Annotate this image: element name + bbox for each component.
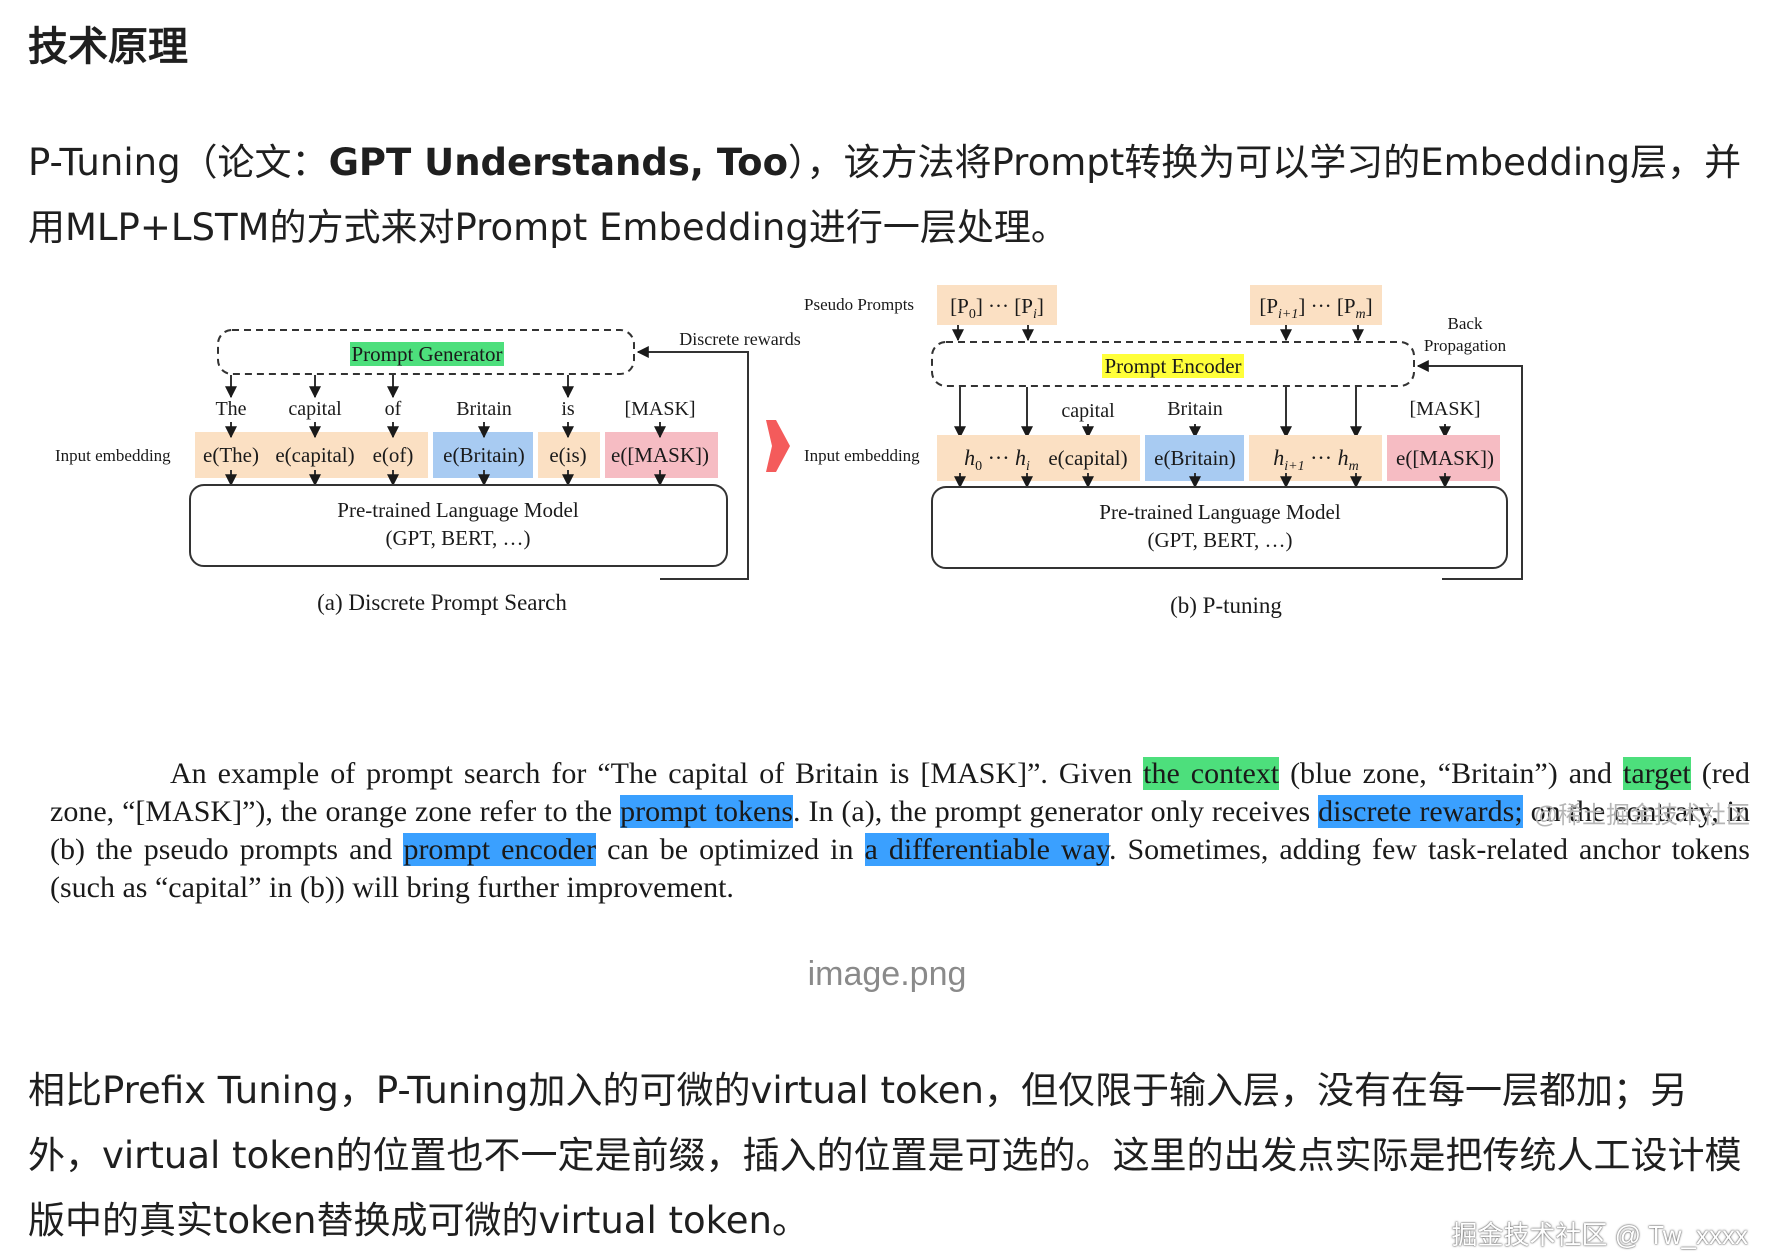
plm-title-left: Pre-trained Language Model: [337, 498, 579, 522]
transition-arrow-icon: [766, 420, 790, 472]
image-filename: image.png: [807, 955, 967, 993]
figure-watermark: @稀土掘金技术社区: [1533, 802, 1750, 829]
rewards-feedback-arrow: [636, 346, 749, 580]
intro-pre: P-Tuning（论文：: [28, 141, 329, 184]
input-embedding-label-right: Input embedding: [804, 446, 920, 465]
hidden-hi1-hm: hi+1 ··· hm: [1273, 445, 1358, 474]
pseudo-prompts-text: Pseudo Prompts: [804, 295, 914, 314]
token-mask: [MASK]: [624, 398, 695, 420]
figure-caption: An example of prompt search for “The cap…: [50, 755, 1750, 907]
propagation-label: Propagation: [1424, 336, 1507, 355]
context-token-britain: Britain: [1167, 398, 1223, 420]
figure-diagram: Prompt Generator Discrete rewards The ca…: [55, 329, 801, 615]
token-is: is: [561, 398, 575, 420]
paper-title: GPT Understands, Too: [328, 141, 789, 184]
embed-the: e(The): [203, 443, 259, 467]
generator-arrows: [225, 375, 574, 399]
hidden-h0-hi: h0 ··· hi: [964, 445, 1030, 474]
embed-capital: e(capital): [275, 443, 354, 467]
plm-box-left: [189, 484, 728, 567]
intro-paragraph: P-Tuning（论文：GPT Understands, Too），该方法将Pr…: [28, 130, 1748, 260]
embed-britain-right: e(Britain): [1154, 446, 1236, 470]
token-of: of: [385, 398, 402, 420]
prompt-encoder-highlight: [1102, 354, 1244, 378]
highlight-prompt-encoder: prompt encoder: [403, 833, 597, 866]
target-zone-right: [1387, 435, 1500, 481]
pseudo-prompts-left: [P0] ··· [Pi]: [950, 294, 1044, 322]
prompt-generator-label: Prompt Generator: [351, 342, 502, 366]
highlight-discrete-rewards: discrete rewards;: [1318, 795, 1523, 828]
encoder-to-embed-arrows: [954, 387, 1451, 439]
plm-title-right: Pre-trained Language Model: [1099, 500, 1341, 524]
backprop-arrow: [1416, 360, 1523, 580]
prompt-generator-highlight: [350, 342, 504, 366]
prompt-encoder-label: Prompt Encoder: [1104, 354, 1241, 378]
corner-watermark: 掘金技术社区 @ Tw_xxxx: [1451, 1220, 1748, 1250]
token-britain: Britain: [456, 398, 512, 420]
anchor-token-capital: capital: [1061, 400, 1115, 422]
prompt-encoder-box: [931, 341, 1415, 387]
pseudo-prompts-left-box: [937, 285, 1057, 325]
plm-subtitle-right: (GPT, BERT, …): [1148, 528, 1293, 552]
prompt-generator-box: [217, 329, 635, 375]
highlight-differentiable: a differentiable way: [864, 833, 1109, 866]
caption-a: (a) Discrete Prompt Search: [317, 590, 567, 615]
embed-of: e(of): [373, 443, 414, 467]
section-heading: 技术原理: [28, 24, 188, 70]
prompt-zone-left: [195, 432, 428, 478]
pseudo-prompts-right-box: [1250, 285, 1382, 325]
discrete-rewards-label: Discrete rewards: [679, 329, 800, 349]
ptuning-figure: Prompt Generator Discrete rewards The ca…: [50, 285, 1750, 915]
highlight-context: the context: [1143, 757, 1280, 790]
caption-text: An example of prompt search for “The cap…: [50, 757, 1751, 904]
embed-mask: e([MASK]): [611, 443, 709, 467]
embed-mask-right: e([MASK]): [1396, 446, 1494, 470]
pseudo-to-encoder-arrows: [952, 325, 1364, 342]
input-embedding-label-left: Input embedding: [55, 446, 171, 465]
highlight-target: target: [1622, 757, 1691, 790]
embed-arrows-left: [225, 422, 666, 487]
intro-post: ），该方法将Prompt转换为可以学习的Embedding层，并用MLP+LST…: [28, 141, 1742, 249]
prompt-zone-right-1: [937, 435, 1140, 481]
highlight-prompt-tokens: prompt tokens: [620, 795, 794, 828]
target-token-mask: [MASK]: [1409, 398, 1480, 420]
embed-capital-right: e(capital): [1048, 446, 1127, 470]
token-capital: capital: [288, 398, 342, 420]
caption-b: (b) P-tuning: [1170, 593, 1282, 618]
plm-subtitle-left: (GPT, BERT, …): [386, 526, 531, 550]
comparison-paragraph: 相比Prefix Tuning，P-Tuning加入的可微的virtual to…: [28, 1069, 1742, 1242]
plm-box-right: [931, 486, 1508, 569]
back-label: Back: [1448, 314, 1483, 333]
prompt-zone-right-2: [1249, 435, 1382, 481]
token-the: The: [215, 398, 246, 420]
embed-britain: e(Britain): [443, 443, 525, 467]
target-zone-left: [605, 432, 718, 478]
embed-is: e(is): [549, 443, 586, 467]
embed-to-model-arrows-right: [954, 473, 1451, 489]
figure-diagram-right: Pseudo Prompts [P0] ··· [Pi] [Pi+1] ··· …: [804, 285, 1523, 618]
